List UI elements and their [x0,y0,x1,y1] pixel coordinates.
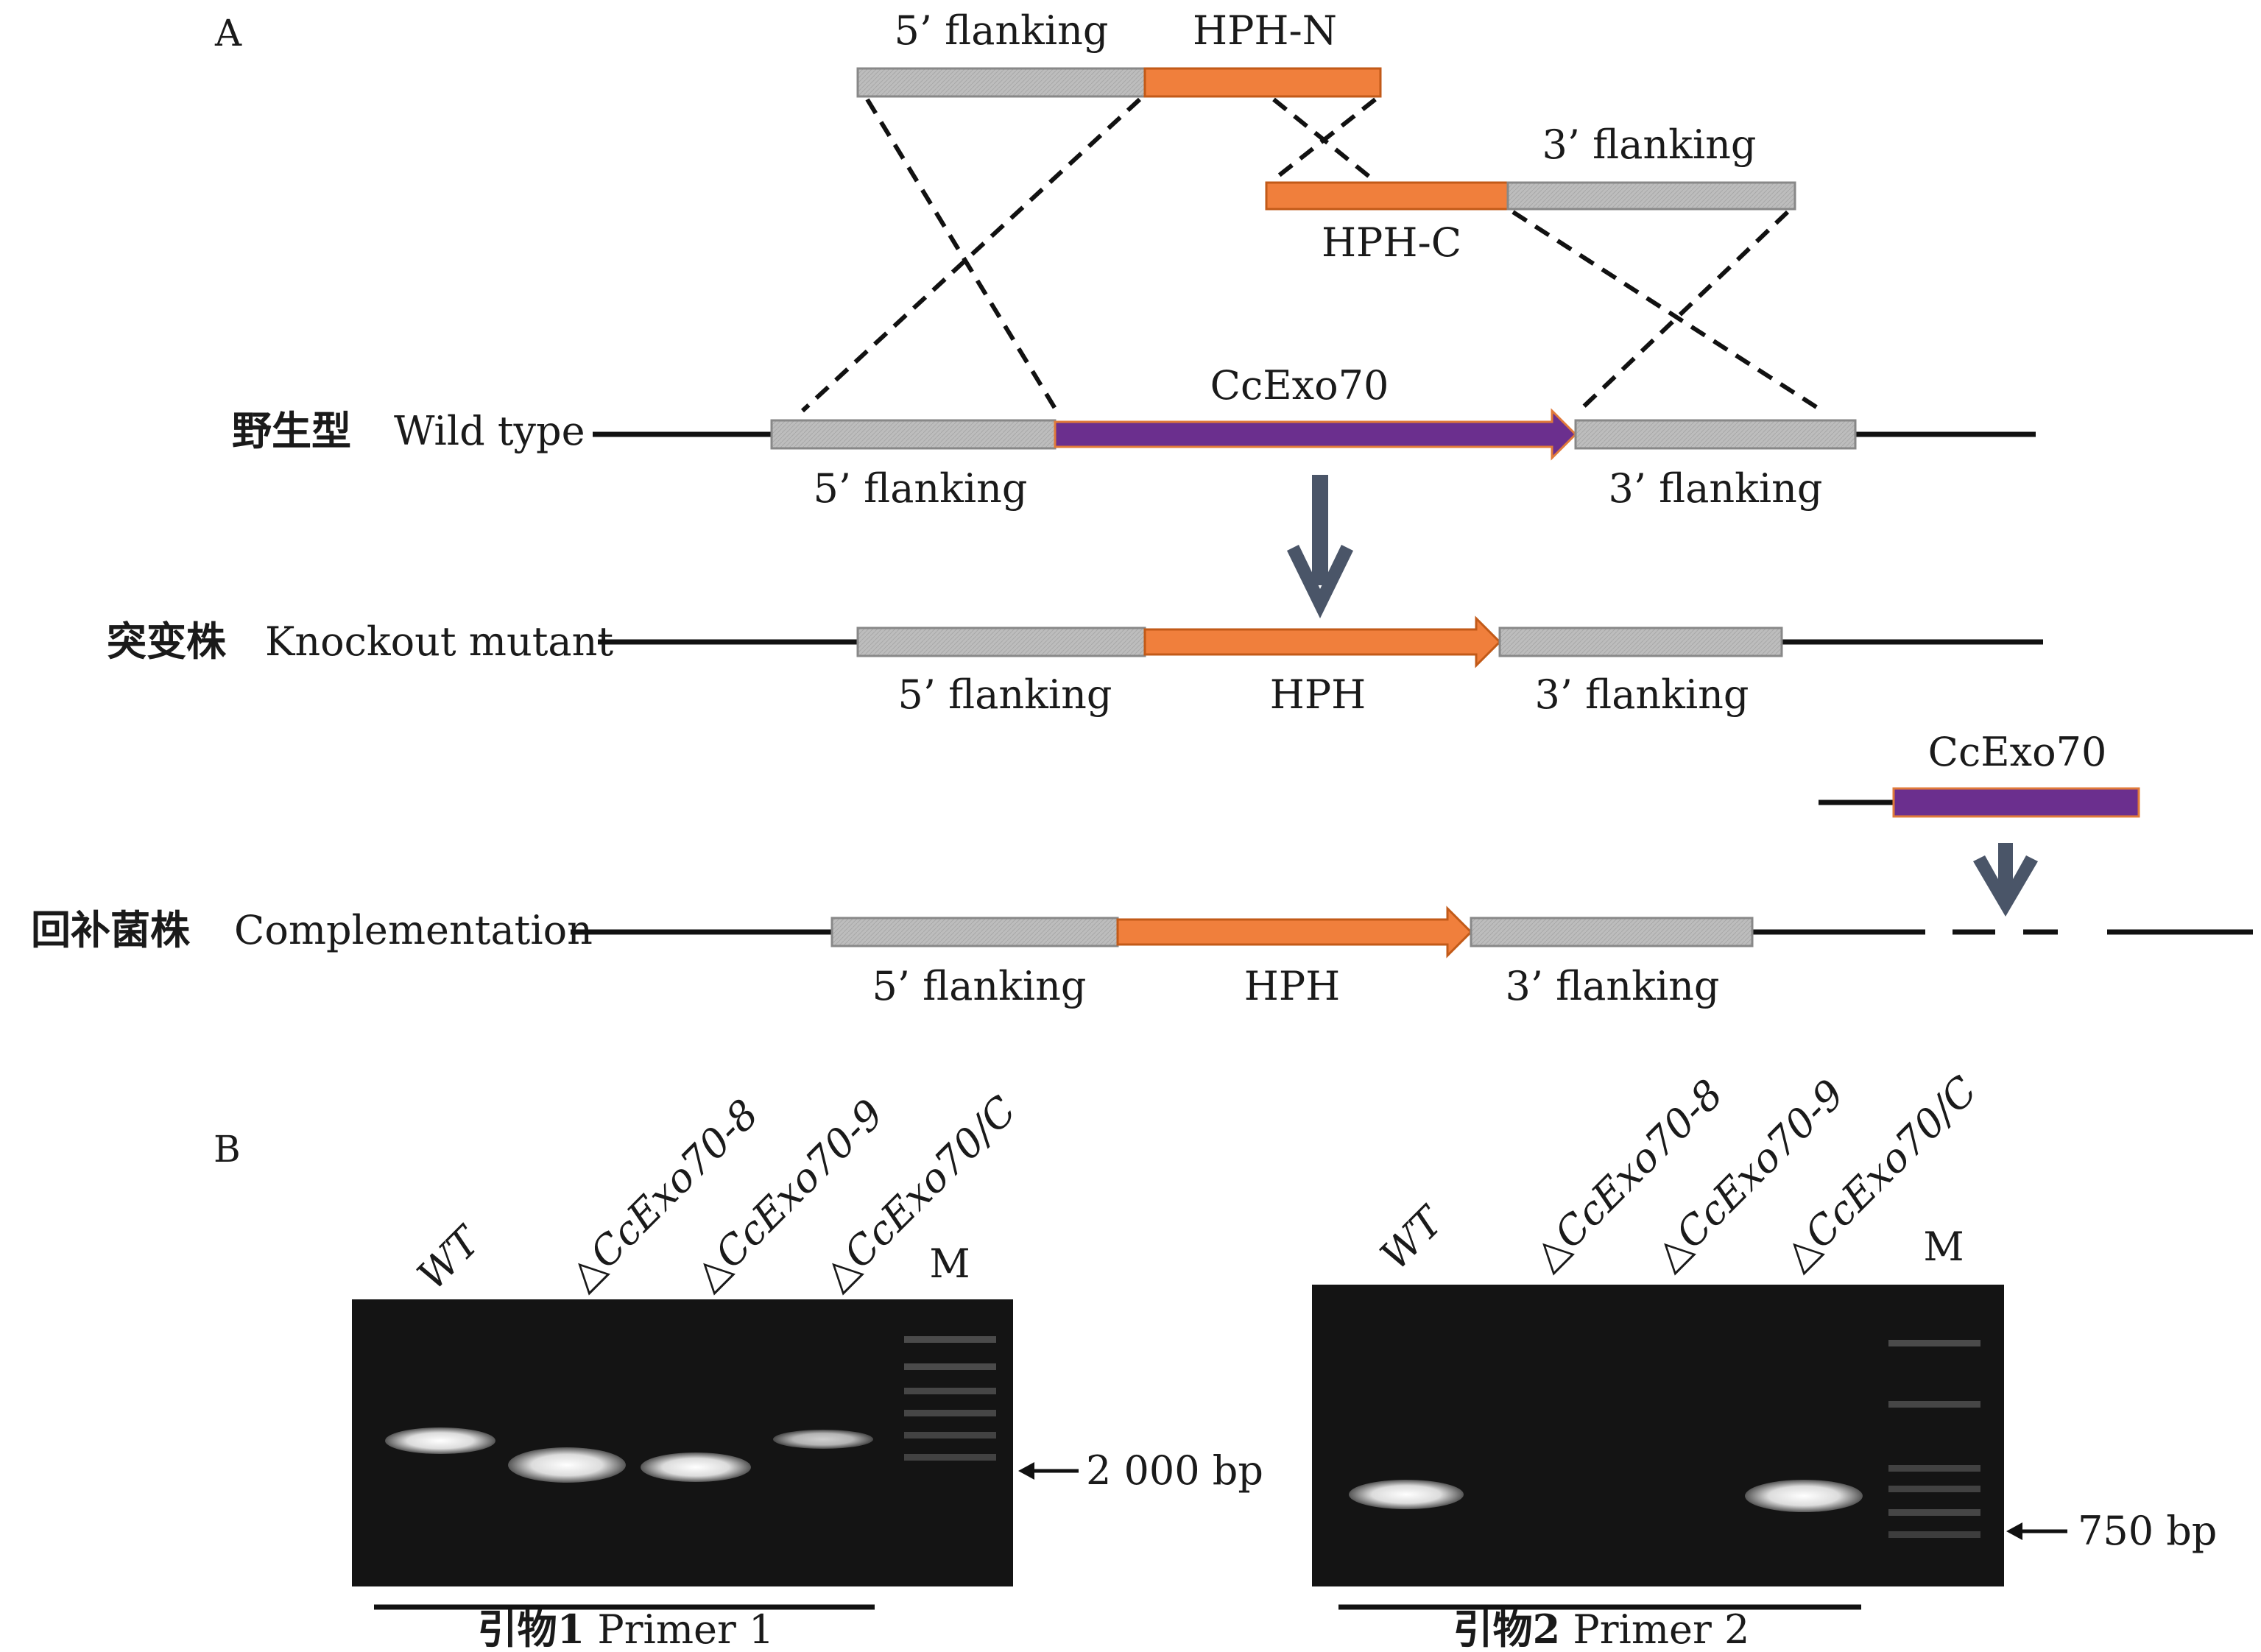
knockout-hph-label: HPH [1270,671,1366,718]
gel1-band-ko8 [508,1447,626,1483]
complementation-label-en: Complementation [234,907,593,953]
wild-type-label-cn: 野生型 [232,407,351,454]
knockout-3-flank [1498,626,1783,657]
construct-5-flank-label: 5’ flanking [894,7,1108,54]
construct-3-flank-label: 3’ flanking [1542,121,1756,168]
complementation-hph-arrow [1116,906,1473,959]
complementation-insert: CcExo70 [1819,729,2140,917]
gel1-primer-cn: 引物1 [478,1606,585,1652]
gel2-band-comp [1745,1480,1863,1512]
gel1-marker-label: 2 000 bp [1086,1447,1263,1494]
complementation-5-flank [830,917,1119,947]
wild-type-gene-label: CcExo70 [1210,362,1389,409]
gel2-primer-label: 引物2 Primer 2 [1453,1606,1750,1652]
knockout-5-flank [856,626,1146,657]
knockout-label-en: Knockout mutant [265,618,613,665]
wild-type-gene-arrow [1054,408,1578,461]
panel-b-label: B [214,1128,241,1171]
complementation-row: 回补菌株 Complementation 5’ flanking HPH 3’ … [31,906,2253,1009]
gel2-primer-cn: 引物2 [1453,1606,1561,1652]
gel2-band-wt [1349,1480,1464,1509]
recombination-lines [800,97,1824,413]
gel1-band-wt [385,1427,495,1454]
knockout-5-flank-label: 5’ flanking [897,671,1112,718]
complementation-5-flank-label: 5’ flanking [872,963,1086,1009]
complementation-3-flank-label: 3’ flanking [1505,963,1719,1009]
wild-type-3-flank [1574,419,1857,450]
insert-down-arrow-icon [1973,843,2038,917]
complementation-label-cn: 回补菌株 [31,906,191,953]
gel1-band-ko9 [641,1452,751,1482]
gel1-primer-label: 引物1 Primer 1 [478,1606,775,1652]
knockout-3-flank-label: 3’ flanking [1534,671,1749,718]
construct-hph-n-segment [1143,67,1382,98]
wild-type-5-flank-label: 5’ flanking [813,465,1027,512]
construct-3-flank-segment [1506,181,1796,211]
gel2-image [1312,1285,2004,1586]
complementation-insert-gene [1892,787,2140,818]
construct-5-flank-hph-n: 5’ flanking HPH-N [856,7,1382,98]
construct-hph-c-label: HPH-C [1322,219,1461,266]
complementation-3-flank [1470,917,1754,947]
gel1-band-comp [773,1430,873,1449]
complementation-insert-label: CcExo70 [1928,729,2107,775]
wild-type-5-flank [770,419,1057,450]
wild-type-row: 野生型 Wild type CcExo70 5’ flanking 3’ fla… [232,362,2036,512]
down-arrow-icon [1287,475,1353,618]
gel2-lane-1-label: WT [1372,1196,1454,1279]
wild-type-label-en: Wild type [394,408,585,454]
gel1-primer-en: Primer 1 [597,1606,774,1652]
gel1-lane-5-label: M [929,1240,970,1287]
knockout-label-cn: 突变株 [107,618,227,665]
complementation-hph-label: HPH [1244,963,1341,1009]
gel2-marker-label: 750 bp [2078,1508,2217,1554]
wild-type-3-flank-label: 3’ flanking [1608,465,1822,512]
construct-hph-c-3-flank: 3’ flanking HPH-C [1265,121,1796,266]
gel-1: WT △CcExo70-8 △CcExo70-9 △CcExo70/C M 2 … [352,1087,1263,1652]
gel2-lane-5-label: M [1923,1224,1964,1270]
gel1-marker-ladder [904,1336,996,1461]
gel2-primer-en: Primer 2 [1573,1606,1749,1652]
construct-hph-n-label: HPH-N [1193,7,1337,54]
knockout-hph-arrow [1143,615,1502,668]
panel-a-label: A [214,12,242,54]
knockout-row: 突变株 Knockout mutant 5’ flanking HPH 3’ f… [107,615,2043,718]
gel2-marker-ladder [1888,1340,1980,1538]
gel-2: WT △CcExo70-8 △CcExo70-9 △CcExo70/C M 75… [1312,1067,2217,1652]
gel1-lane-1-label: WT [409,1216,491,1299]
construct-hph-c-segment [1265,181,1509,211]
construct-5-flank-segment [856,67,1146,98]
